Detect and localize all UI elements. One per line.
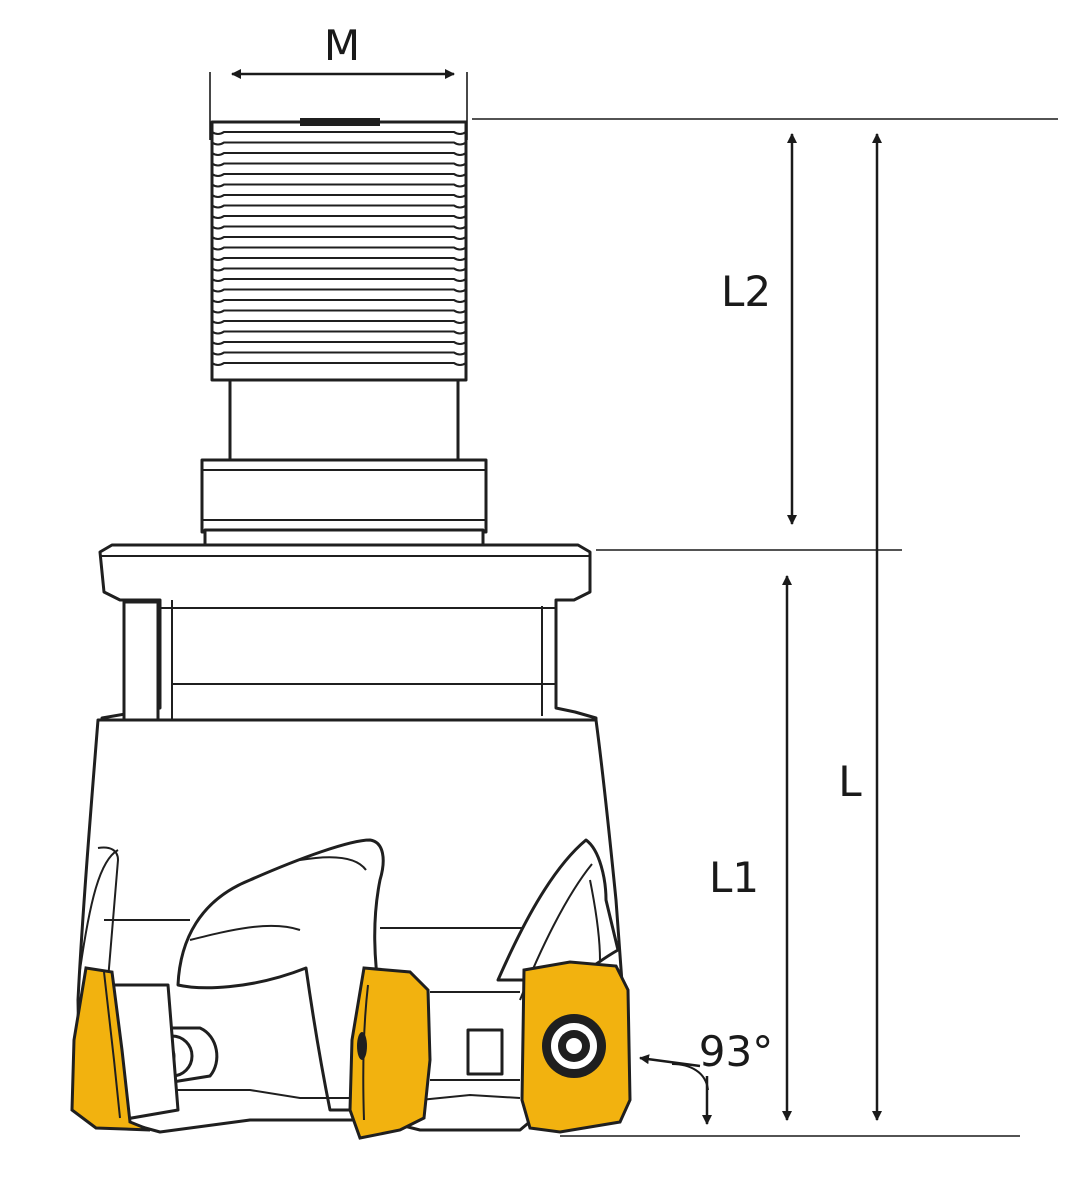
thread-line bbox=[211, 299, 467, 303]
thread-line bbox=[211, 267, 467, 272]
thread-line bbox=[211, 152, 467, 156]
thread-line bbox=[211, 320, 467, 324]
label-l: L bbox=[838, 757, 862, 806]
thread-line bbox=[211, 141, 467, 146]
cutting-insert-right bbox=[520, 960, 632, 1134]
label-l2: L2 bbox=[721, 267, 771, 316]
thread-line bbox=[211, 162, 467, 167]
thread-line bbox=[211, 215, 467, 219]
thread-line bbox=[211, 341, 467, 345]
angle-arrow bbox=[639, 1054, 701, 1068]
thread-line bbox=[211, 236, 467, 240]
thread-line bbox=[211, 330, 467, 335]
thread-line bbox=[211, 204, 467, 209]
cutter-head bbox=[76, 718, 626, 1134]
thread-line bbox=[211, 194, 467, 198]
body-flange bbox=[98, 543, 598, 730]
thread-line bbox=[211, 351, 467, 356]
thread-line bbox=[211, 362, 467, 366]
thread-line bbox=[211, 246, 467, 251]
cutting-insert-left bbox=[70, 966, 151, 1132]
thread-line bbox=[211, 225, 467, 230]
thread-line bbox=[211, 288, 467, 293]
thread-line bbox=[211, 257, 467, 261]
label-m: M bbox=[324, 21, 360, 70]
label-angle: 93° bbox=[699, 1027, 773, 1076]
collar bbox=[200, 458, 488, 554]
thread-line bbox=[211, 131, 467, 135]
thread-line bbox=[211, 278, 467, 282]
thread-line bbox=[211, 309, 467, 314]
thread-lines bbox=[211, 131, 467, 366]
cutting-insert-center bbox=[348, 966, 432, 1140]
shank-neck bbox=[228, 378, 460, 464]
dimension-lines bbox=[209, 69, 1058, 1137]
thread-line bbox=[211, 173, 467, 177]
label-l1: L1 bbox=[709, 853, 759, 902]
thread-line bbox=[211, 183, 467, 188]
threaded-shank bbox=[210, 118, 468, 382]
